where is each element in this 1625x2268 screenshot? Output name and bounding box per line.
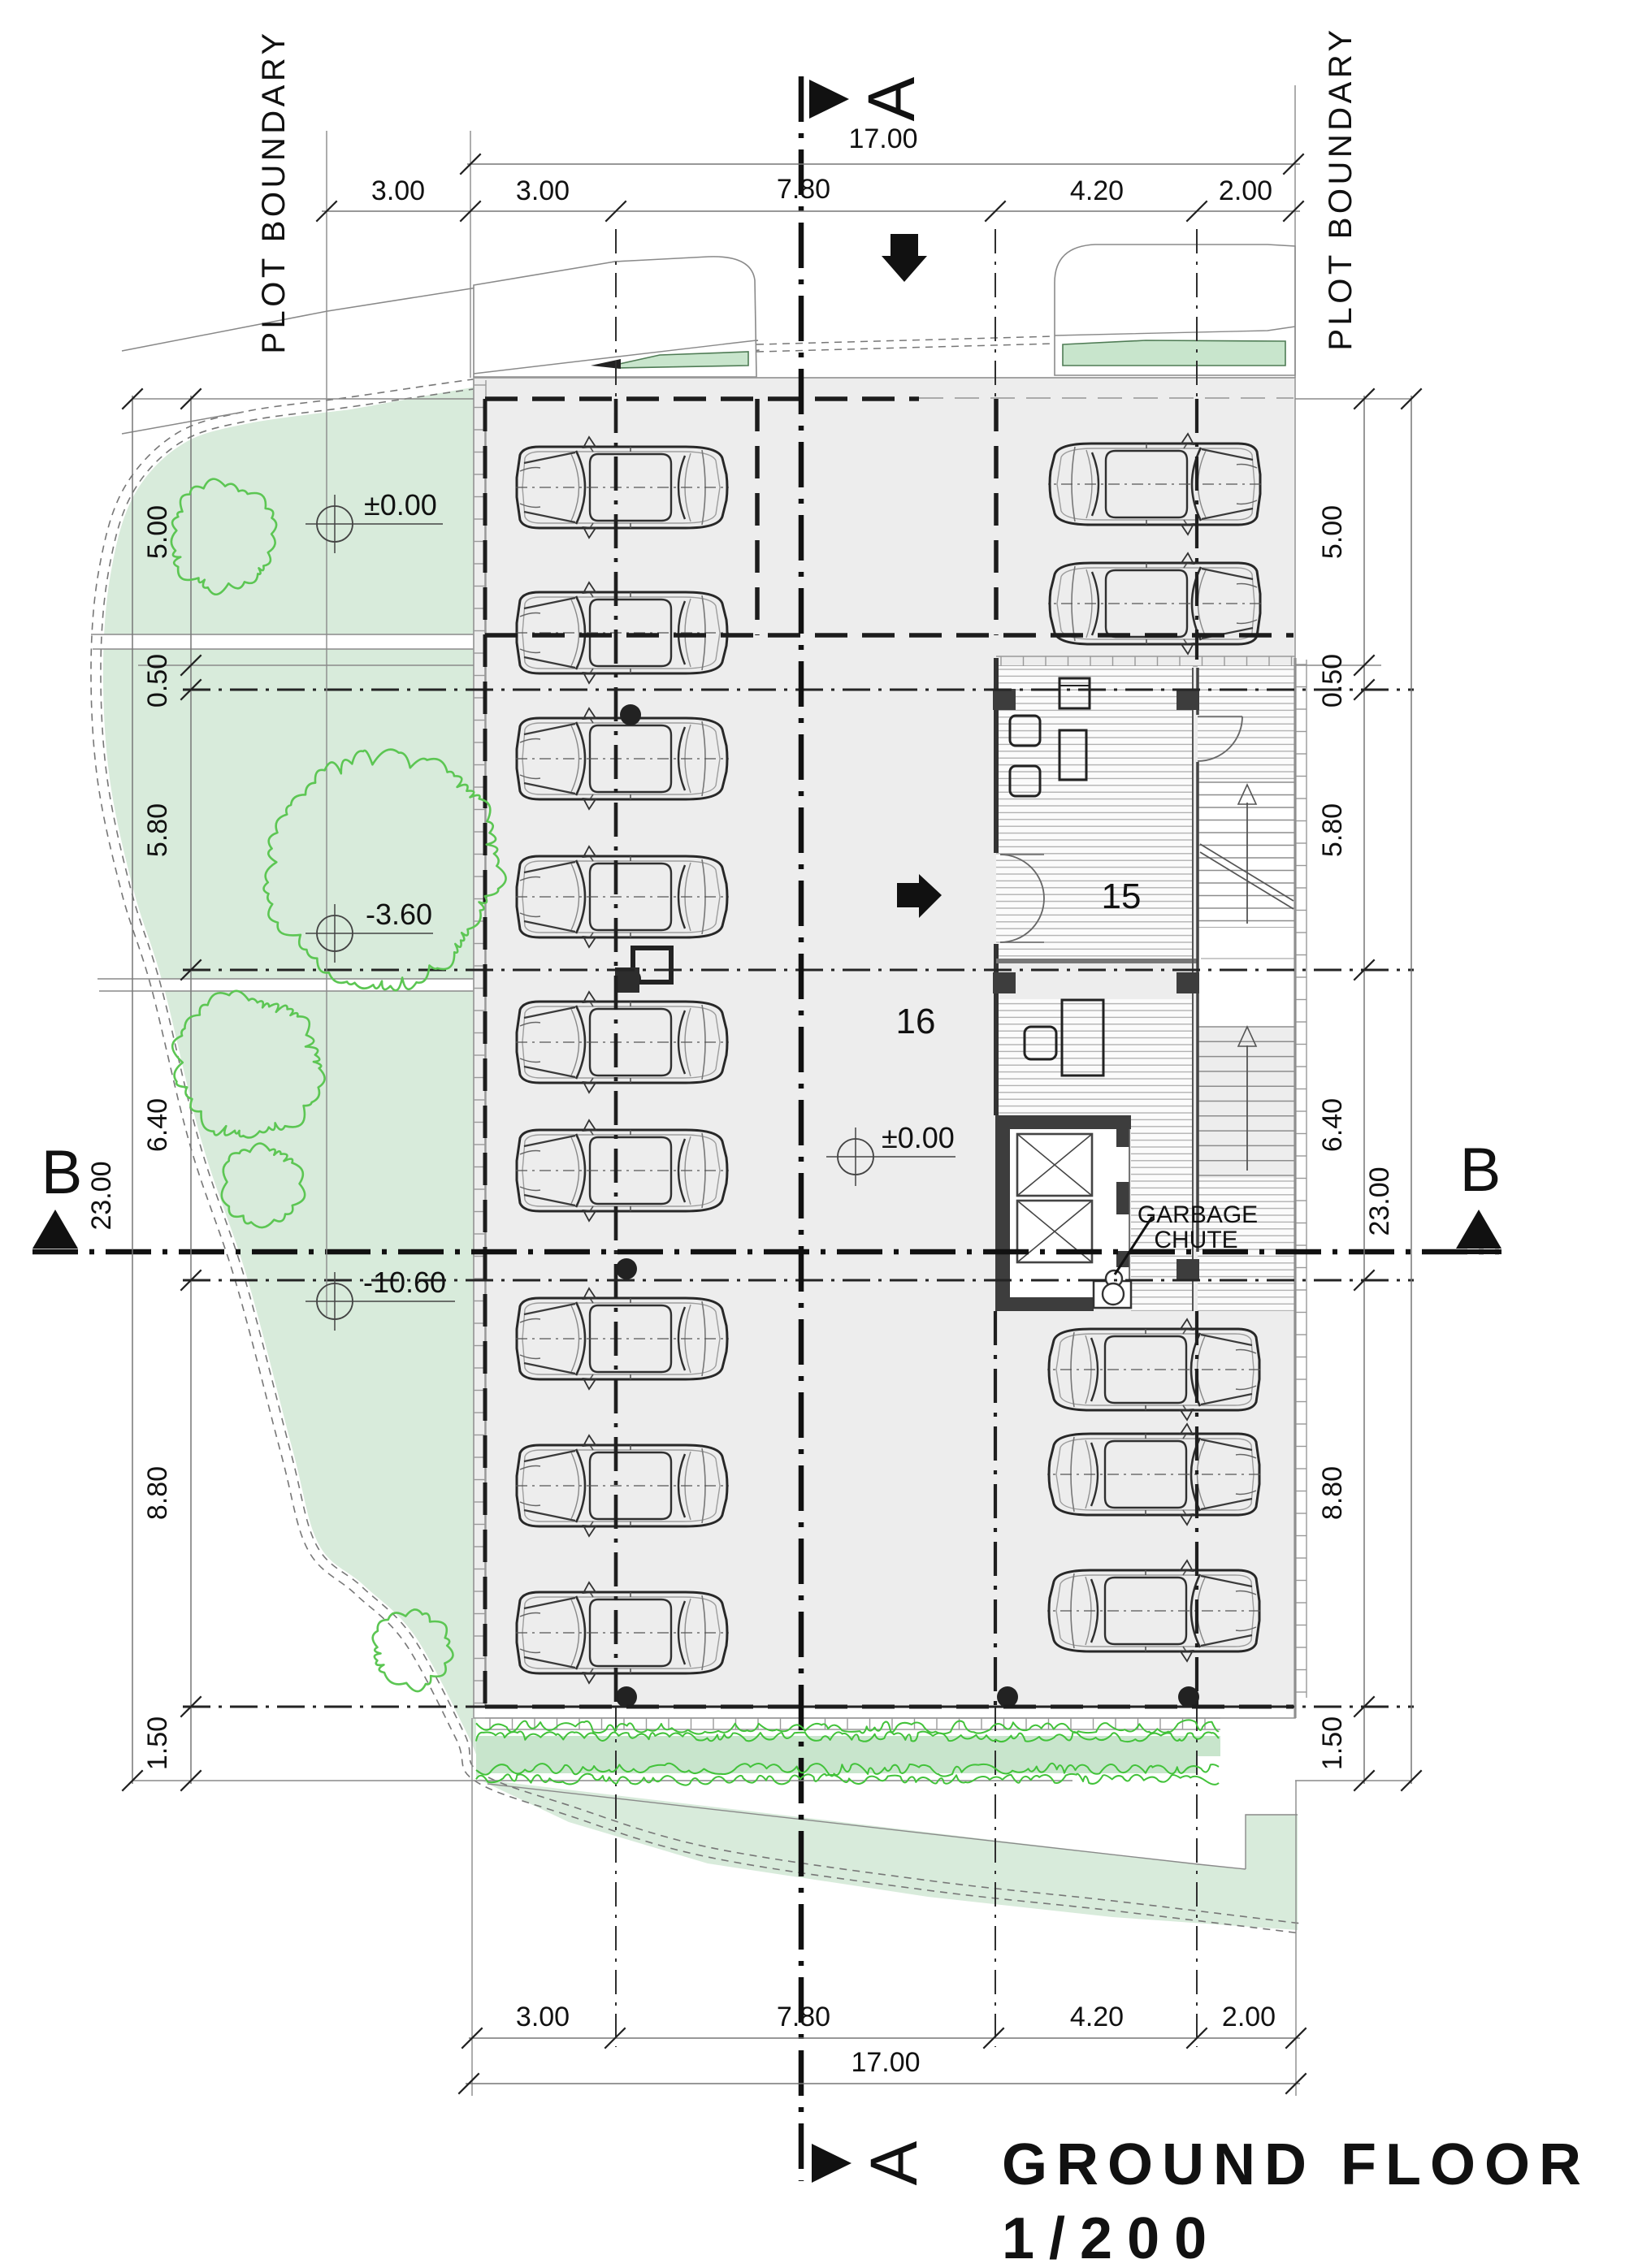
svg-text:GROUND FLOOR: GROUND FLOOR [1002, 2132, 1590, 2197]
svg-text:PLOT BOUNDARY: PLOT BOUNDARY [256, 29, 292, 353]
svg-text:1/200: 1/200 [1002, 2206, 1221, 2268]
svg-text:5.80: 5.80 [142, 803, 173, 857]
svg-text:1.50: 1.50 [1317, 1716, 1348, 1770]
svg-text:3.00: 3.00 [516, 2002, 570, 2032]
svg-text:5.00: 5.00 [1317, 505, 1348, 559]
svg-text:B: B [41, 1138, 83, 1207]
svg-text:GARBAGE: GARBAGE [1138, 1201, 1258, 1228]
svg-text:3.00: 3.00 [516, 175, 570, 206]
svg-text:-3.60: -3.60 [366, 898, 432, 931]
svg-text:23.00: 23.00 [86, 1161, 117, 1230]
svg-text:5.80: 5.80 [1317, 803, 1348, 857]
svg-text:7.80: 7.80 [777, 174, 830, 205]
svg-text:4.20: 4.20 [1070, 175, 1124, 206]
svg-text:-10.60: -10.60 [363, 1266, 446, 1299]
svg-text:A: A [855, 76, 929, 121]
svg-text:6.40: 6.40 [142, 1098, 173, 1152]
svg-text:±0.00: ±0.00 [882, 1121, 955, 1154]
svg-text:B: B [1460, 1136, 1502, 1205]
svg-text:±0.00: ±0.00 [364, 488, 437, 522]
svg-text:16: 16 [896, 1002, 936, 1041]
svg-text:17.00: 17.00 [851, 2047, 920, 2078]
svg-text:8.80: 8.80 [142, 1466, 173, 1520]
svg-text:23.00: 23.00 [1364, 1166, 1395, 1236]
svg-text:CHUTE: CHUTE [1154, 1227, 1237, 1253]
svg-text:3.00: 3.00 [371, 175, 425, 206]
svg-text:1.50: 1.50 [142, 1716, 173, 1770]
svg-text:A: A [857, 2140, 931, 2185]
svg-text:4.20: 4.20 [1070, 2002, 1124, 2032]
svg-text:17.00: 17.00 [848, 123, 917, 154]
svg-text:15: 15 [1102, 876, 1142, 916]
svg-text:0.50: 0.50 [1317, 654, 1348, 708]
svg-text:5.00: 5.00 [142, 505, 173, 559]
svg-text:0.50: 0.50 [142, 654, 173, 708]
svg-text:6.40: 6.40 [1317, 1098, 1348, 1152]
svg-text:2.00: 2.00 [1219, 175, 1272, 206]
svg-text:8.80: 8.80 [1317, 1466, 1348, 1520]
svg-text:7.80: 7.80 [777, 2002, 830, 2032]
svg-text:PLOT BOUNDARY: PLOT BOUNDARY [1323, 26, 1358, 350]
svg-text:2.00: 2.00 [1222, 2002, 1276, 2032]
